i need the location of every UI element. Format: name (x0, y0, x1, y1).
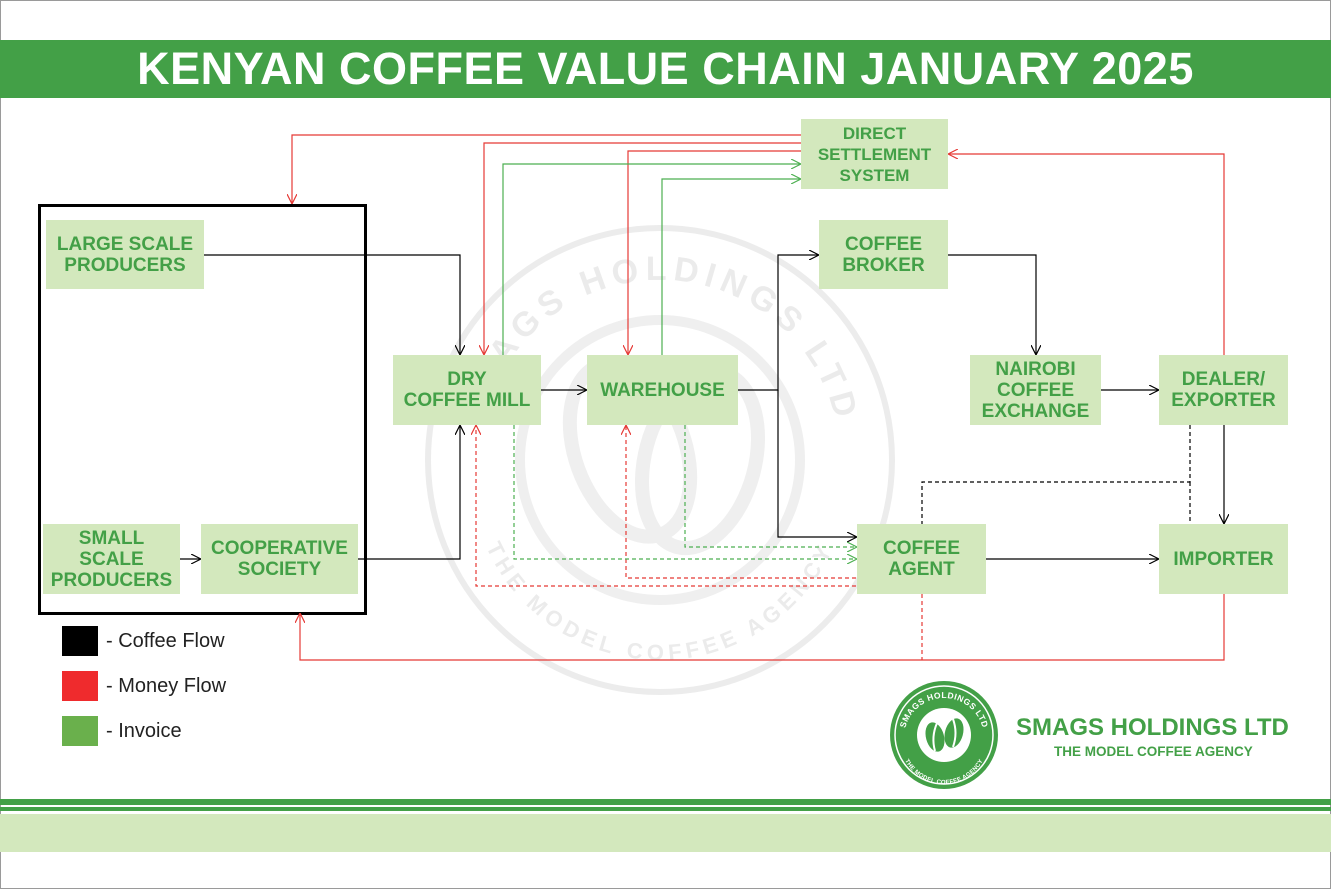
invoice-arrows (502, 164, 856, 559)
node-coffee-agent: COFFEE AGENT (857, 524, 986, 594)
arrow-settlement-to-warehouse (628, 150, 801, 354)
node-direct-settlement-system: DIRECT SETTLEMENT SYSTEM (801, 119, 948, 189)
arrow-broker-to-exchange (948, 254, 1036, 354)
money-flow-arrows (292, 134, 1225, 661)
arrow-warehouse-to-broker (738, 255, 818, 391)
node-dealer-exporter: DEALER/ EXPORTER (1159, 355, 1288, 425)
arrow-dealer-to-settlement (949, 154, 1225, 355)
arrow-cooperative-to-mill (358, 426, 460, 560)
node-dry-coffee-mill: DRY COFFEE MILL (393, 355, 541, 425)
arrow-settlement-to-mill (484, 142, 801, 354)
legend-money-flow: - Money Flow (62, 671, 226, 701)
footer-band (0, 814, 1331, 852)
legend-invoice: - Invoice (62, 716, 182, 746)
legend-label-money: - Money Flow (106, 674, 227, 697)
arrow-settlement-to-producers (292, 134, 801, 203)
node-cooperative-society: COOPERATIVE SOCIETY (201, 524, 358, 594)
footer-line-top (0, 799, 1331, 805)
dashed-mill-invoice-to-agent (513, 425, 856, 559)
node-warehouse: WAREHOUSE (587, 355, 738, 425)
legend-swatch-coffee (62, 626, 98, 656)
legend-coffee-flow: - Coffee Flow (62, 626, 225, 656)
dashed-warehouse-invoice-to-agent (684, 425, 856, 547)
node-large-scale-producers: LARGE SCALE PRODUCERS (46, 220, 204, 289)
arrow-mill-invoice-to-settlement (502, 164, 800, 355)
page-title: KENYAN COFFEE VALUE CHAIN JANUARY 2025 (137, 43, 1194, 94)
arrow-importer-to-cooperative (300, 594, 1225, 661)
node-coffee-broker: COFFEE BROKER (819, 220, 948, 289)
node-importer: IMPORTER (1159, 524, 1288, 594)
arrow-warehouse-invoice-to-settlement (661, 179, 800, 355)
arrow-warehouse-to-agent (777, 390, 856, 537)
legend-label-invoice: - Invoice (106, 719, 182, 742)
dashed-agent-to-warehouse (626, 426, 856, 579)
brand-tagline: THE MODEL COFFEE AGENCY (1054, 744, 1253, 759)
brand-name: SMAGS HOLDINGS LTD (1016, 714, 1289, 741)
legend-label-coffee: - Coffee Flow (106, 629, 225, 652)
footer-line-bottom (0, 807, 1331, 811)
producers-group-box (38, 204, 367, 615)
node-small-scale-producers: SMALL SCALE PRODUCERS (43, 524, 180, 594)
coffee-bean-icon (925, 718, 964, 752)
node-nairobi-coffee-exchange: NAIROBI COFFEE EXCHANGE (970, 355, 1101, 425)
legend-swatch-invoice (62, 716, 98, 746)
legend-swatch-money (62, 671, 98, 701)
coffee-flow-arrows (180, 255, 1224, 559)
dashed-dealer-to-agent (921, 425, 1191, 524)
arrow-large-producers-to-mill (204, 254, 460, 354)
title-bar: KENYAN COFFEE VALUE CHAIN JANUARY 2025 (0, 40, 1331, 98)
dashed-agent-to-mill (476, 426, 856, 587)
